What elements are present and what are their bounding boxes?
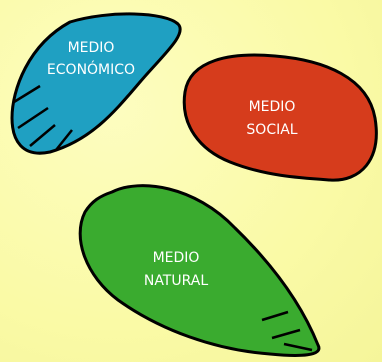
- blob-label-economico-line2: ECONÓMICO: [47, 60, 135, 78]
- blob-shape-economico: [10, 12, 182, 155]
- blob-shape-social: [182, 53, 378, 182]
- blob-label-economico-line1: MEDIO: [68, 40, 115, 56]
- blob-shape-natural: [78, 184, 321, 357]
- blob-label-social-line1: MEDIO: [249, 99, 296, 115]
- blob-label-natural-line1: MEDIO: [153, 250, 200, 266]
- blob-medio-natural: MEDIO NATURAL: [78, 184, 321, 357]
- blob-label-social-line2: SOCIAL: [246, 122, 297, 138]
- blob-label-natural-line2: NATURAL: [144, 273, 208, 289]
- blob-medio-social: MEDIO SOCIAL: [182, 53, 378, 182]
- blob-medio-economico: MEDIO ECONÓMICO: [10, 12, 182, 155]
